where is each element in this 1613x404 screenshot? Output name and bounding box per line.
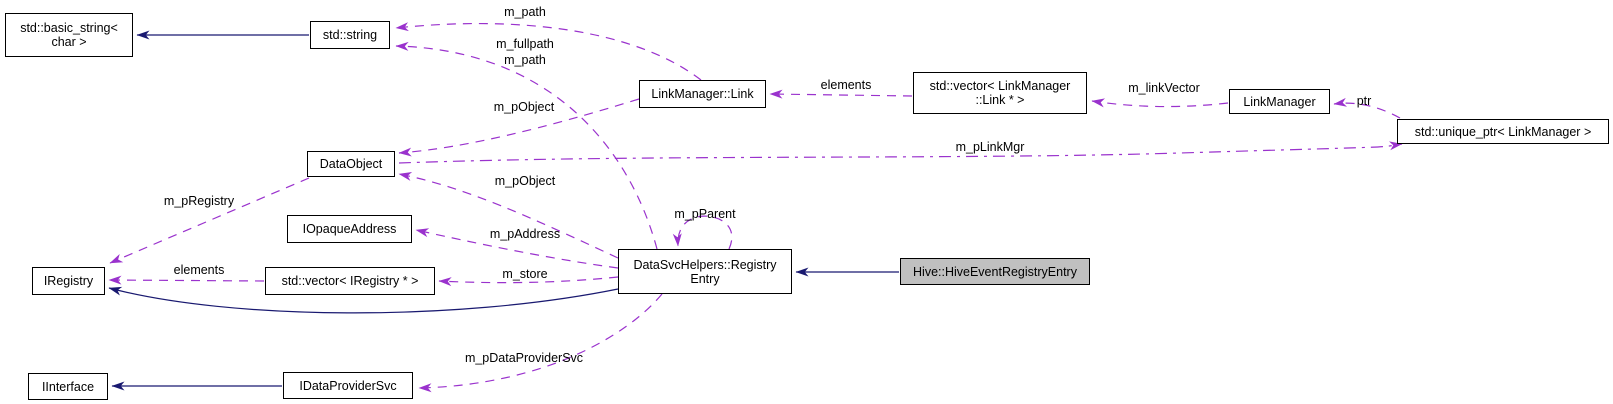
node-hive-hiveeventregistryentry: Hive::HiveEventRegistryEntry	[900, 258, 1090, 285]
edge-m-store-registryentry-to-vector-iregistry	[438, 276, 619, 287]
edge-label-m-pobject-lower: m_pObject	[494, 174, 556, 188]
edge-label-m-path-top: m_path	[504, 5, 546, 19]
edge-m-linkvector-linkmanager-to-vector	[1091, 98, 1229, 108]
edge-label-m-pobject-upper: m_pObject	[493, 100, 555, 114]
edge-label-m-pdataprovidersvc: m_pDataProviderSvc	[464, 351, 584, 365]
node-dataobject[interactable]: DataObject	[307, 151, 395, 177]
node-linkmanager-link[interactable]: LinkManager::Link	[639, 80, 766, 108]
node-std-string[interactable]: std::string	[310, 21, 390, 49]
edge-label-m-paddress: m_pAddress	[489, 227, 561, 241]
edge-label-m-fullpath: m_fullpath	[496, 37, 554, 51]
edge-m-paddress-registryentry-to-iopaqueaddress	[415, 228, 619, 269]
edge-label-m-pparent: m_pParent	[674, 207, 736, 221]
edge-m-pparent-self-loop	[672, 215, 733, 250]
node-iopaqueaddress[interactable]: IOpaqueAddress	[287, 215, 412, 243]
edge-elements-vector-to-iregistry	[108, 275, 265, 285]
edge-m-pobject-registryentry-to-dataobject	[398, 172, 619, 259]
edge-m-pregistry-dataobject-to-iregistry	[109, 177, 310, 264]
edge-m-path-link-to-string	[395, 22, 702, 81]
node-std-basic-string[interactable]: std::basic_string< char >	[5, 13, 133, 57]
node-linkmanager[interactable]: LinkManager	[1229, 89, 1330, 114]
node-datasvchelpers-registryentry[interactable]: DataSvcHelpers::Registry Entry	[618, 249, 792, 294]
node-iinterface[interactable]: IInterface	[28, 373, 108, 400]
node-iregistry[interactable]: IRegistry	[32, 267, 105, 295]
edge-label-elements-registries: elements	[173, 263, 225, 277]
node-std-vector-linkmanager-link[interactable]: std::vector< LinkManager ::Link * >	[913, 72, 1087, 114]
edge-inherit-registryentry-to-iregistry	[108, 286, 619, 314]
edge-label-m-linkvector: m_linkVector	[1128, 81, 1200, 95]
edge-label-ptr: ptr	[1356, 94, 1372, 108]
edge-m-pobject-link-to-dataobject	[398, 98, 640, 157]
edge-label-m-pregistry: m_pRegistry	[163, 194, 235, 208]
node-std-vector-iregistry[interactable]: std::vector< IRegistry * >	[265, 267, 435, 295]
edge-label-m-path-lower: m_path	[504, 53, 546, 67]
edge-label-m-store: m_store	[502, 267, 548, 281]
node-std-unique-ptr-linkmanager[interactable]: std::unique_ptr< LinkManager >	[1397, 119, 1609, 144]
edge-m-plinkmgr-dataobject-to-uniqueptr	[398, 141, 1403, 164]
edge-m-pdataprovidersvc-registryentry-to-idataprovidersvc	[418, 293, 663, 393]
edge-label-elements-links: elements	[820, 78, 872, 92]
edge-ptr-uniqueptr-to-linkmanager	[1333, 97, 1401, 119]
edge-m-fullpath-registryentry-to-string	[395, 41, 658, 250]
edge-label-m-plinkmgr: m_pLinkMgr	[955, 140, 1025, 154]
edge-elements-vector-to-linkmanager-link	[769, 89, 913, 99]
node-idataprovidersvc[interactable]: IDataProviderSvc	[283, 372, 413, 399]
